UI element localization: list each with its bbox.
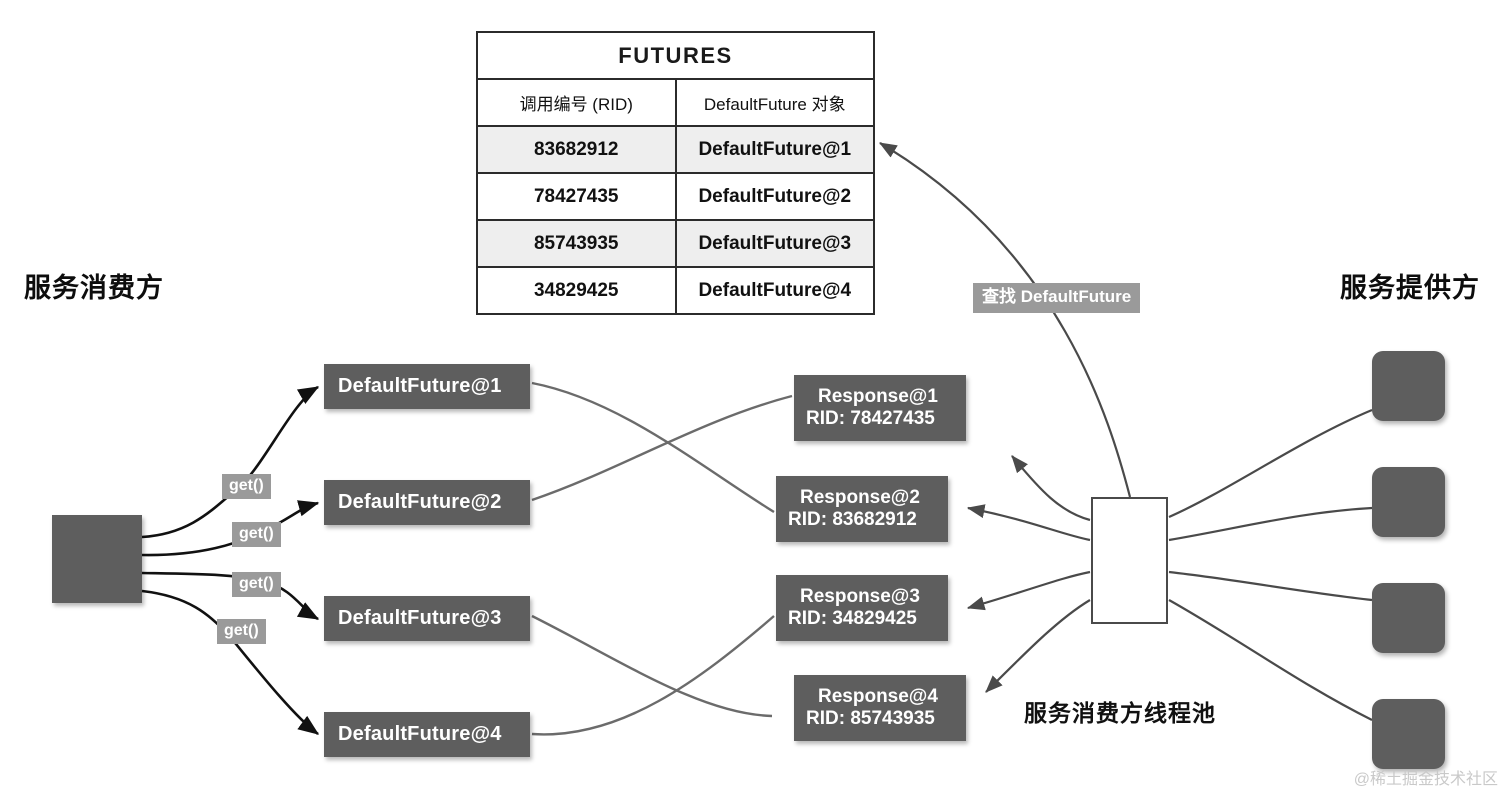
cell-object: DefaultFuture@1 — [675, 126, 873, 174]
cell-rid: 85743935 — [478, 220, 677, 268]
cell-object: DefaultFuture@4 — [698, 279, 852, 301]
response-rid: RID: 34829425 — [788, 608, 917, 629]
threadpool-to-response-edges — [966, 455, 1091, 693]
future-node-4: DefaultFuture@4 — [324, 712, 530, 757]
provider-node-1 — [1372, 351, 1445, 421]
response-node-2: Response@2 RID: 83682912 — [776, 476, 948, 542]
response-node-3: Response@3 RID: 34829425 — [776, 575, 948, 641]
consumer-to-future-edges — [141, 385, 320, 736]
response-rid: RID: 85743935 — [806, 708, 935, 729]
lookup-edge — [879, 142, 1132, 498]
response-node-4: Response@4 RID: 85743935 — [794, 675, 966, 741]
provider-node-3 — [1372, 583, 1445, 653]
provider-node-4 — [1372, 699, 1445, 769]
consumer-section-title: 服务消费方 — [24, 273, 164, 303]
futures-table-caption-row: FUTURES — [478, 33, 873, 80]
get-call-label-1: get() — [222, 474, 271, 499]
provider-to-threadpool-edges — [1168, 408, 1373, 721]
table-row: 34829425 DefaultFuture@4 — [478, 267, 873, 313]
futures-table-header-row: 调用编号 (RID) DefaultFuture 对象 — [478, 79, 873, 127]
get-call-label-3: get() — [232, 572, 281, 597]
get-call-label-2: get() — [232, 522, 281, 547]
response-rid: RID: 78427435 — [806, 408, 935, 429]
cell-rid: 34829425 — [478, 267, 677, 313]
future-node-1: DefaultFuture@1 — [324, 364, 530, 409]
response-rid: RID: 83682912 — [788, 509, 917, 530]
consumer-threadpool-node — [1091, 497, 1168, 624]
response-name: Response@2 — [800, 487, 920, 509]
futures-table-caption: FUTURES — [478, 33, 873, 80]
provider-section-title: 服务提供方 — [1340, 273, 1480, 303]
watermark: @稀土掘金技术社区 — [1353, 771, 1498, 788]
cell-object: DefaultFuture@3 — [675, 220, 873, 268]
cell-rid: 78427435 — [478, 173, 677, 221]
future-node-2: DefaultFuture@2 — [324, 480, 530, 525]
table-row: 83682912 DefaultFuture@1 — [478, 126, 873, 174]
futures-table: FUTURES 调用编号 (RID) DefaultFuture 对象 8368… — [476, 31, 875, 315]
future-response-edges — [531, 381, 793, 736]
column-header-object: DefaultFuture 对象 — [675, 79, 873, 127]
consumer-node — [52, 515, 142, 603]
response-name: Response@3 — [800, 586, 920, 608]
column-header-rid: 调用编号 (RID) — [478, 79, 677, 127]
cell-object: DefaultFuture@2 — [675, 173, 873, 221]
response-name: Response@1 — [818, 386, 938, 408]
table-row: 78427435 DefaultFuture@2 — [478, 173, 873, 221]
future-node-3: DefaultFuture@3 — [324, 596, 530, 641]
threadpool-label: 服务消费方线程池 — [1024, 700, 1216, 726]
provider-node-2 — [1372, 467, 1445, 537]
cell-rid: 83682912 — [478, 126, 677, 174]
lookup-default-future-label: 查找 DefaultFuture — [973, 283, 1141, 313]
response-name: Response@4 — [818, 686, 938, 708]
table-row: 85743935 DefaultFuture@3 — [478, 220, 873, 268]
response-node-1: Response@1 RID: 78427435 — [794, 375, 966, 441]
get-call-label-4: get() — [217, 619, 266, 644]
